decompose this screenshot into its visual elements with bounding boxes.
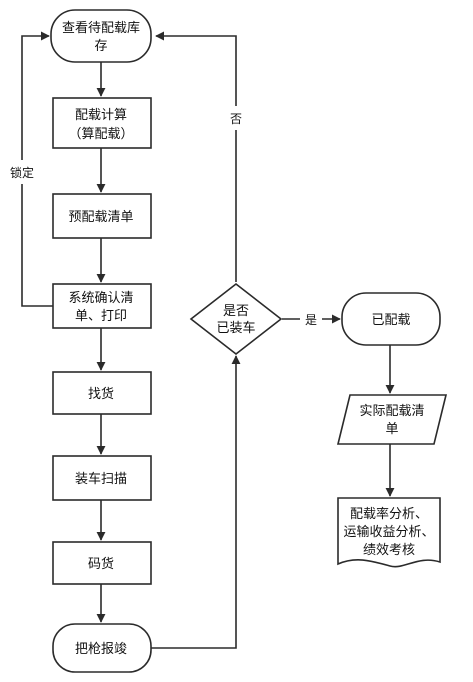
process-shape xyxy=(52,193,152,239)
lock-label-bg xyxy=(6,160,38,184)
node-text-line1: 配载计算 xyxy=(75,108,127,123)
node-text-line1: 码货 xyxy=(88,556,114,572)
node-analysis: 配载率分析、 运输收益分析、 绩效考核 xyxy=(337,497,441,568)
node-confirm: 系统确认清 单、打印 xyxy=(52,283,152,329)
node-text-line1: 是否 xyxy=(223,304,249,319)
node-calc: 配载计算 （算配载） xyxy=(52,97,152,149)
io-parallelogram-shape xyxy=(336,394,448,445)
node-decision: 是否 已装车 xyxy=(189,282,283,356)
no-label-bg xyxy=(226,106,246,130)
terminator-shape xyxy=(52,623,152,673)
terminator-shape xyxy=(341,292,441,346)
node-text-line1: 实际配载清 xyxy=(359,404,424,419)
connectors xyxy=(21,31,395,649)
node-find: 找货 xyxy=(52,371,152,415)
node-text-line1: 预配载清单 xyxy=(68,210,133,225)
process-shape xyxy=(52,455,152,501)
node-text-line2: 单 xyxy=(385,422,398,437)
node-text-line1: 配载率分析、 xyxy=(350,506,428,522)
node-scan: 装车扫描 xyxy=(52,455,152,501)
yes-label-bg xyxy=(300,309,322,329)
process-shape xyxy=(52,541,152,585)
edge-decision-no xyxy=(155,31,237,282)
node-text-line1: 系统确认清 xyxy=(68,291,133,306)
edge-labels: 锁定 否 是 xyxy=(6,106,322,329)
node-loaded: 已配载 xyxy=(341,292,441,346)
node-handover: 把枪报竣 xyxy=(52,623,152,673)
node-text-line1: 找货 xyxy=(88,386,114,402)
lock-label: 锁定 xyxy=(10,165,34,180)
document-shape xyxy=(337,497,441,568)
process-shape xyxy=(52,371,152,415)
yes-label: 是 xyxy=(305,313,317,327)
node-text-line2: 单、打印 xyxy=(75,309,127,324)
node-text-line1: 装车扫描 xyxy=(75,471,127,487)
decision-shape xyxy=(189,282,283,356)
node-pre-list: 预配载清单 xyxy=(52,193,152,239)
node-actual-list: 实际配载清 单 xyxy=(336,394,448,445)
no-label: 否 xyxy=(230,112,242,126)
node-stack: 码货 xyxy=(52,541,152,585)
node-check-stock: 查看待配载库 存 xyxy=(50,9,152,63)
process-shape xyxy=(52,283,152,329)
edge-handover-to-decision xyxy=(151,355,241,649)
process-shape xyxy=(52,97,152,149)
node-text-line2: 运输收益分析、 xyxy=(343,524,434,540)
node-text-line2: 存 xyxy=(94,39,107,54)
terminator-shape xyxy=(50,9,152,63)
node-text-line1: 把枪报竣 xyxy=(75,641,127,657)
node-text-line2: （算配载） xyxy=(68,127,133,142)
node-text-line3: 绩效考核 xyxy=(363,543,415,558)
node-text-line1: 已配载 xyxy=(371,313,410,328)
node-text-line2: 已装车 xyxy=(216,320,255,336)
node-text-line1: 查看待配载库 xyxy=(62,20,140,36)
